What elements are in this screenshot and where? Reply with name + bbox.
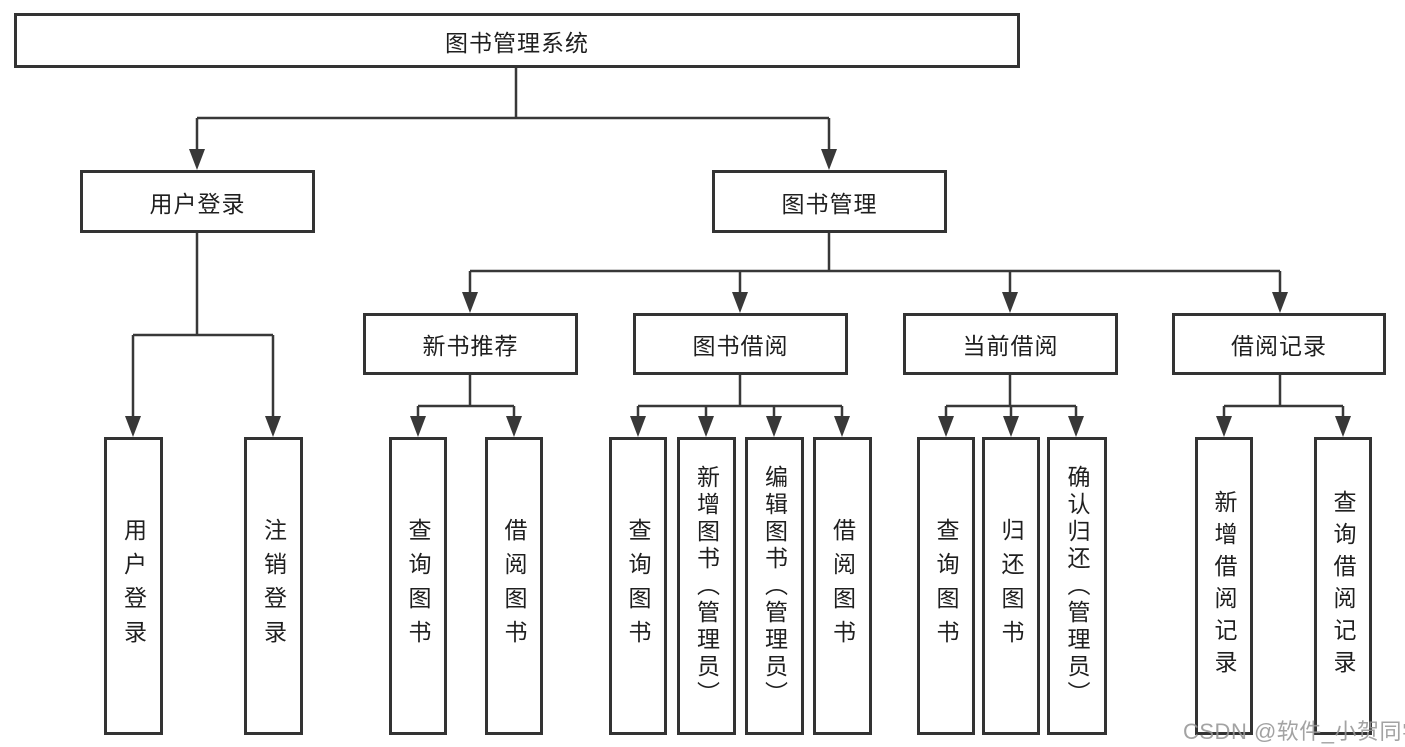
leaf-query-books-current: 查询图书	[917, 437, 975, 735]
leaf-borrow-books-recommend: 借阅图书	[485, 437, 543, 735]
connector-user-login-to-leaves	[131, 233, 275, 419]
arrowheads-user-login-leaves	[125, 416, 281, 437]
connector-borrow-records-to-leaves	[1222, 375, 1345, 419]
arrowheads-level2	[189, 149, 837, 170]
leaf-borrow-books-borrow: 借阅图书	[813, 437, 872, 735]
node-library-system-label: 图书管理系统	[445, 29, 589, 56]
node-user-login-label: 用户登录	[149, 190, 246, 217]
arrowheads-borrow-records-leaves	[1216, 416, 1351, 437]
node-new-book-recommend: 新书推荐	[363, 313, 578, 375]
leaf-logout: 注销登录	[244, 437, 303, 735]
leaf-add-book-admin-label: 新增图书（管理员）	[693, 464, 720, 708]
connector-current-borrow-to-leaves	[944, 375, 1078, 419]
node-borrow-records: 借阅记录	[1172, 313, 1386, 375]
arrowheads-level3	[462, 292, 1288, 313]
connector-book-management-to-level3	[468, 233, 1282, 295]
leaf-confirm-return-admin: 确认归还（管理员）	[1047, 437, 1107, 735]
leaf-return-book-label: 归还图书	[998, 518, 1024, 654]
leaf-edit-book-admin-label: 编辑图书（管理员）	[761, 464, 788, 708]
arrowheads-book-borrow-leaves	[630, 416, 850, 437]
connector-new-book-to-leaves	[416, 375, 516, 419]
leaf-query-books-recommend-label: 查询图书	[405, 518, 431, 654]
node-new-book-recommend-label: 新书推荐	[422, 333, 519, 359]
leaf-query-books-borrow-label: 查询图书	[625, 518, 651, 654]
leaf-logout-label: 注销登录	[260, 518, 287, 654]
leaf-user-login: 用户登录	[104, 437, 163, 735]
node-book-management-label: 图书管理	[781, 190, 878, 217]
leaf-query-books-borrow: 查询图书	[609, 437, 667, 735]
node-book-borrow-label: 图书借阅	[692, 333, 789, 359]
leaf-add-borrow-record-label: 新增借阅记录	[1211, 490, 1237, 682]
node-library-system: 图书管理系统	[14, 13, 1020, 68]
leaf-borrow-books-borrow-label: 借阅图书	[829, 518, 856, 654]
leaf-add-borrow-record: 新增借阅记录	[1195, 437, 1253, 735]
leaf-return-book: 归还图书	[982, 437, 1040, 735]
leaf-add-book-admin: 新增图书（管理员）	[677, 437, 736, 735]
node-book-borrow: 图书借阅	[633, 313, 848, 375]
connector-book-borrow-to-leaves	[636, 375, 844, 419]
leaf-confirm-return-admin-label: 确认归还（管理员）	[1064, 464, 1090, 708]
node-book-management: 图书管理	[712, 170, 947, 233]
connector-root-to-level2	[195, 68, 831, 152]
leaf-user-login-label: 用户登录	[120, 518, 147, 654]
node-user-login: 用户登录	[80, 170, 315, 233]
leaf-query-borrow-record: 查询借阅记录	[1314, 437, 1372, 735]
leaf-borrow-books-recommend-label: 借阅图书	[501, 518, 527, 654]
leaf-edit-book-admin: 编辑图书（管理员）	[745, 437, 804, 735]
leaf-query-books-current-label: 查询图书	[933, 518, 959, 654]
arrowheads-new-book-leaves	[410, 416, 522, 437]
node-borrow-records-label: 借阅记录	[1231, 333, 1327, 359]
leaf-query-books-recommend: 查询图书	[389, 437, 447, 735]
csdn-watermark: CSDN @软件_小贺同学	[1183, 719, 1405, 744]
arrowheads-current-borrow-leaves	[938, 416, 1084, 437]
node-current-borrow: 当前借阅	[903, 313, 1118, 375]
leaf-query-borrow-record-label: 查询借阅记录	[1330, 490, 1356, 682]
node-current-borrow-label: 当前借阅	[962, 333, 1059, 359]
